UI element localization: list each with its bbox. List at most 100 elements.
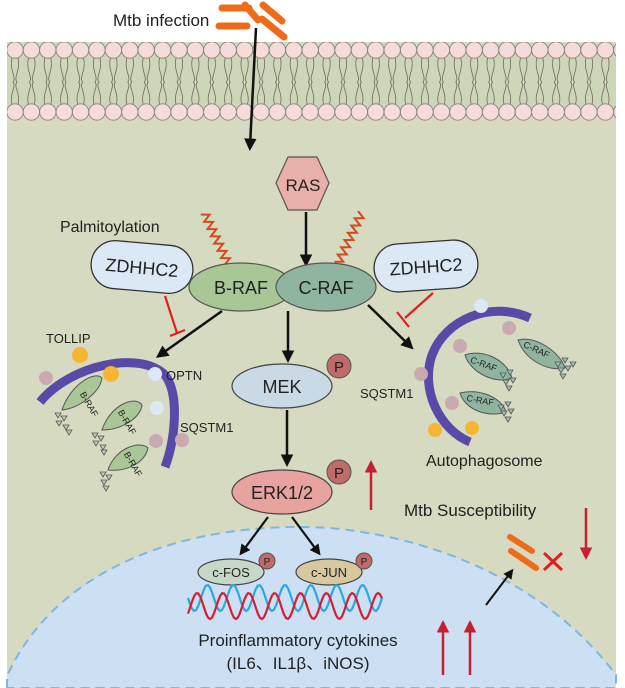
craf-label: C-RAF xyxy=(299,278,354,298)
lipid-head xyxy=(531,103,549,121)
lipid-head xyxy=(219,103,237,121)
killed-mtb-icon xyxy=(507,534,539,571)
lipid-head xyxy=(219,42,237,59)
lipid-head xyxy=(88,103,106,121)
erk-phospho-icon xyxy=(326,459,352,485)
cytokines-list: (IL6、IL1β、iNOS) xyxy=(227,654,370,673)
lipid-head xyxy=(449,103,467,121)
zdhhc2-left-inhibition xyxy=(163,295,186,338)
optn-icon xyxy=(148,367,162,381)
craf-cargo-label-3: C-RAF xyxy=(466,393,495,408)
lipid-head xyxy=(137,42,155,59)
lipid-head xyxy=(334,42,352,59)
lipid-head xyxy=(268,103,287,121)
ras-label: RAS xyxy=(286,176,321,195)
lipid-head xyxy=(334,103,352,121)
erk-to-cfos-arrow xyxy=(239,516,269,556)
lipid-head xyxy=(481,103,500,121)
dna-helix-icon xyxy=(186,583,384,621)
lipid-head xyxy=(268,42,287,59)
lipid-head xyxy=(498,103,516,121)
erk-to-cjun-arrow xyxy=(291,516,321,556)
cell-membrane xyxy=(7,42,616,121)
optn-label: OPTN xyxy=(166,368,202,383)
mtb-susceptibility-label: Mtb Susceptibility xyxy=(404,501,537,520)
lipid-head xyxy=(498,42,516,59)
lipid-head xyxy=(39,103,57,121)
palmitoyl-chain-craf-icon xyxy=(334,210,366,263)
mek-node xyxy=(231,363,333,409)
braf-cargo-2 xyxy=(101,400,143,431)
craf-node xyxy=(275,262,377,312)
zdhhc2-right-node xyxy=(373,239,479,293)
blocked-x-icon xyxy=(542,551,564,572)
lipid-head xyxy=(7,103,24,121)
cfos-node xyxy=(197,558,265,586)
lipid-head xyxy=(432,103,451,121)
braf-label: B-RAF xyxy=(214,278,268,298)
erk-label: ERK1/2 xyxy=(251,483,313,503)
lipid-head xyxy=(22,42,41,59)
cjun-label: c-JUN xyxy=(311,565,347,580)
lipid-head xyxy=(580,42,598,59)
lipid-head xyxy=(285,42,303,59)
lipid-head xyxy=(170,103,188,121)
lipid-head xyxy=(563,103,582,121)
lipid-head xyxy=(203,42,221,59)
lipid-head xyxy=(367,42,385,59)
braf-cargo-3 xyxy=(107,444,149,471)
lipid-head xyxy=(465,42,483,59)
lipid-head xyxy=(383,42,401,59)
craf-to-autophagosome-arrow xyxy=(367,304,414,350)
zdhhc2-right-inhibition xyxy=(396,292,434,328)
lipid-head xyxy=(186,103,205,121)
lipid-head xyxy=(22,103,41,121)
lipid-head xyxy=(367,103,385,121)
lipid-head xyxy=(547,103,565,121)
lipid-head xyxy=(153,42,172,59)
cjun-node xyxy=(295,558,363,586)
lipid-head xyxy=(416,103,434,121)
lipid-head xyxy=(71,42,90,59)
lipid-head xyxy=(252,103,270,121)
lipid-head xyxy=(481,42,500,59)
tollip-label: TOLLIP xyxy=(46,331,91,346)
lipid-head xyxy=(613,105,616,119)
lipid-head xyxy=(432,42,451,59)
lipid-head xyxy=(580,103,598,121)
lipid-head xyxy=(514,42,533,59)
lipid-head xyxy=(301,42,319,59)
lipid-head xyxy=(7,42,24,59)
lipid-head xyxy=(285,103,303,121)
tollip-icon xyxy=(72,347,88,363)
craf-autophagosome: C-RAF C-RAF C-RAF xyxy=(414,299,577,447)
lipid-head xyxy=(104,103,123,121)
lipid-head xyxy=(55,42,73,59)
lipid-head xyxy=(514,103,533,121)
zdhhc2-left-node xyxy=(90,239,194,295)
autophagosome-label: Autophagosome xyxy=(426,453,543,470)
lipid-head xyxy=(317,103,336,121)
lipid-head xyxy=(465,103,483,121)
lipid-head xyxy=(137,103,155,121)
palmitoylation-label: Palmitoylation xyxy=(60,219,160,236)
mtb-bacteria-icon xyxy=(215,1,288,41)
lipid-head xyxy=(153,103,172,121)
lipid-head xyxy=(596,42,615,59)
mek-phospho-icon xyxy=(326,353,352,379)
lipid-head xyxy=(399,103,418,121)
lipid-head xyxy=(121,42,139,59)
sqstm1-left-label: SQSTM1 xyxy=(180,420,233,435)
cjun-phospho-icon xyxy=(355,552,373,570)
lipid-head xyxy=(449,42,467,59)
braf-cargo-1 xyxy=(61,375,103,411)
lipid-head xyxy=(301,103,319,121)
lipid-head xyxy=(350,42,369,59)
infection-arrow xyxy=(244,27,258,151)
lipid-head xyxy=(563,42,582,59)
cytokine-to-mtb-arrow xyxy=(485,568,514,606)
craf-cargo-1 xyxy=(517,338,566,370)
lipid-head xyxy=(104,42,123,59)
lipid-head xyxy=(121,103,139,121)
